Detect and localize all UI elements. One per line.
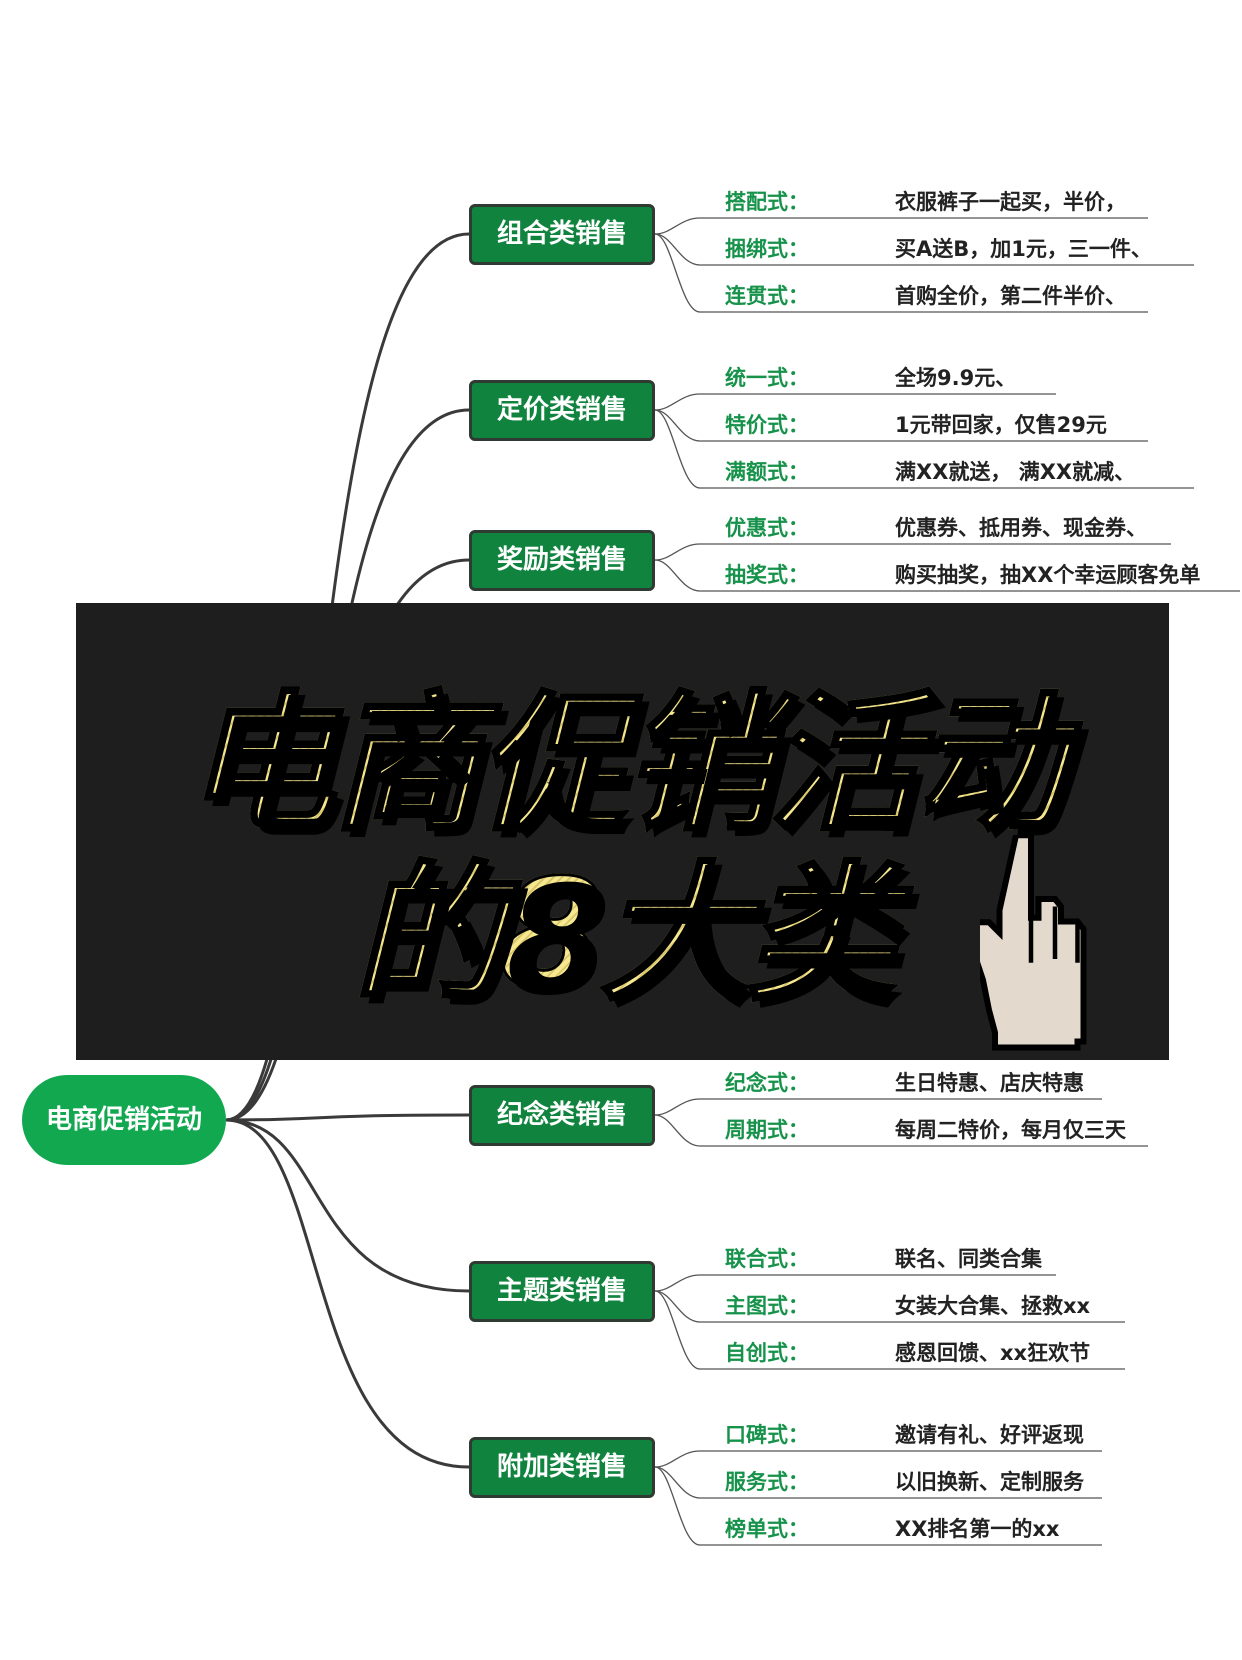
item-label: 满额式： [725, 460, 809, 484]
item-value: 感恩回馈、xx狂欢节 [895, 1341, 1091, 1365]
item-label: 周期式： [725, 1118, 809, 1142]
leaf-line [654, 1098, 1102, 1116]
leaf-line [654, 217, 1148, 235]
leaf-line [654, 1466, 1102, 1546]
title-line-2: 的8大类 [76, 813, 1169, 1030]
category-node[interactable]: 组合类销售 [469, 204, 655, 265]
title-line-1: 电商促销活动 [76, 643, 1169, 860]
leaf-line [654, 1450, 1102, 1468]
item-value: 优惠券、抵用券、现金券、 [895, 516, 1147, 540]
item-label: 纪念式： [725, 1071, 809, 1095]
item-label: 捆绑式： [725, 237, 809, 261]
item-label: 服务式： [725, 1470, 809, 1494]
branch-line [225, 1118, 470, 1469]
branch-line [225, 1118, 470, 1293]
item-value: 购买抽奖，抽XX个幸运顾客免单 [895, 563, 1201, 587]
item-value: 满XX就送， 满XX就减、 [895, 460, 1136, 484]
item-value: 联名、同类合集 [895, 1247, 1042, 1271]
leaf-line [654, 543, 1171, 561]
leaf-line [654, 409, 1194, 489]
leaf-line [654, 1290, 1125, 1323]
item-label: 联合式： [725, 1247, 809, 1271]
item-label: 自创式： [725, 1341, 809, 1365]
leaf-line [654, 233, 1148, 313]
category-node[interactable]: 纪念类销售 [469, 1085, 655, 1146]
item-label: 口碑式： [725, 1423, 809, 1447]
leaf-line [654, 393, 1056, 411]
title-banner: 电商促销活动 的8大类 [76, 603, 1169, 1060]
item-value: 衣服裤子一起买，半价， [895, 190, 1126, 214]
leaf-line [654, 1290, 1125, 1370]
item-label: 特价式： [725, 413, 809, 437]
item-value: 邀请有礼、好评返现 [895, 1423, 1084, 1447]
category-node[interactable]: 主题类销售 [469, 1261, 655, 1322]
item-value: 生日特惠、店庆特惠 [895, 1071, 1084, 1095]
leaf-line [654, 1466, 1102, 1499]
item-label: 主图式： [725, 1294, 809, 1318]
leaf-line [654, 233, 1194, 266]
item-value: 以旧换新、定制服务 [895, 1470, 1084, 1494]
item-value: XX排名第一的xx [895, 1517, 1060, 1541]
item-value: 每周二特价，每月仅三天 [895, 1118, 1126, 1142]
item-label: 榜单式： [725, 1517, 809, 1541]
item-label: 搭配式： [725, 190, 809, 214]
pointer-hand-icon [980, 835, 1087, 1051]
branch-line [225, 1113, 470, 1122]
leaf-line [654, 1114, 1148, 1147]
item-label: 连贯式： [725, 284, 809, 308]
item-label: 优惠式： [725, 516, 809, 540]
item-value: 1元带回家，仅售29元 [895, 413, 1107, 437]
category-node[interactable]: 定价类销售 [469, 380, 655, 441]
item-value: 买A送B，加1元，三一件、 [895, 237, 1152, 261]
leaf-line [654, 409, 1148, 442]
item-value: 首购全价，第二件半价、 [895, 284, 1126, 308]
root-node: 电商促销活动 [22, 1075, 227, 1165]
category-node[interactable]: 附加类销售 [469, 1437, 655, 1498]
item-label: 统一式： [725, 366, 809, 390]
leaf-line [654, 559, 1240, 592]
item-value: 全场9.9元、 [895, 366, 1017, 390]
leaf-line [654, 1274, 1056, 1292]
item-value: 女装大合集、拯救xx [895, 1294, 1091, 1318]
item-label: 抽奖式： [725, 563, 809, 587]
category-node[interactable]: 奖励类销售 [469, 530, 655, 591]
